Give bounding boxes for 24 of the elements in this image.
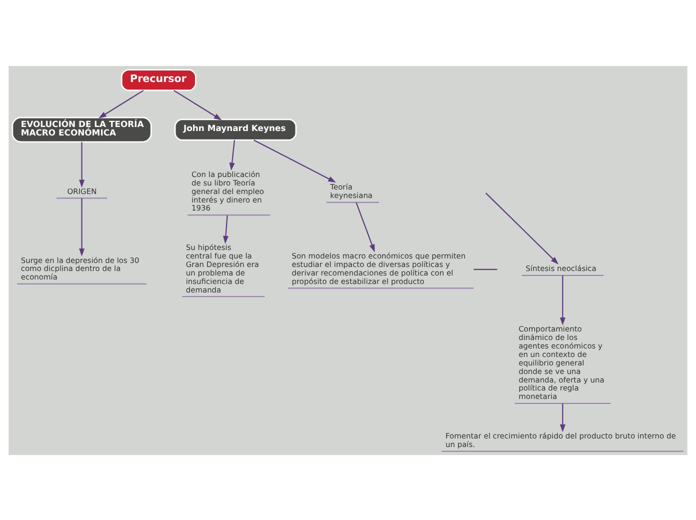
node-text: ORIGEN xyxy=(67,186,97,196)
node-box: Precursor xyxy=(120,68,196,91)
node-text: Surge en la depresión de los 30 como dicplina dentro de la economía xyxy=(20,255,140,282)
arrow xyxy=(560,403,566,432)
node-text: Con la publicación de su libro Teoría general del empleo interés y dinero en 1936 xyxy=(191,169,264,212)
arrow xyxy=(356,202,375,252)
arrow xyxy=(79,198,85,256)
node-text: Síntesis neoclásica xyxy=(526,264,596,273)
node-box: John Maynard Keynes xyxy=(174,118,297,140)
node-text: Fomentar el crecimiento rápido del producto bruto interno de un país. xyxy=(445,431,676,448)
arrow xyxy=(79,142,85,188)
node-text: Teoría keynesiana xyxy=(330,182,373,200)
node-text: Comportamiento dinámico de los agentes económicos y en un contexto de equilibrio general donde se ve una demanda, oferta y una política de regla monetaria xyxy=(518,324,604,401)
arrow xyxy=(174,89,222,120)
arrow xyxy=(485,192,558,264)
arrow xyxy=(254,139,336,182)
arrow xyxy=(229,140,236,170)
arrow xyxy=(560,275,566,325)
connector xyxy=(474,268,498,270)
node-text: Son modelos macro económicos que permiten estudiar el impacto de diversas políticas y derivar recomendaciones de política con el propósito de estabilizar el producto xyxy=(292,251,466,286)
node-text: Su hipótesis central fue que la Gran Depresión era un problema de insuficiencia de demanda xyxy=(186,242,260,294)
arrow xyxy=(223,214,228,244)
node-box: EVOLUCIÓN DE LA TEORÍA MACRO ECONÓMICA xyxy=(12,116,152,142)
arrow xyxy=(98,89,144,118)
